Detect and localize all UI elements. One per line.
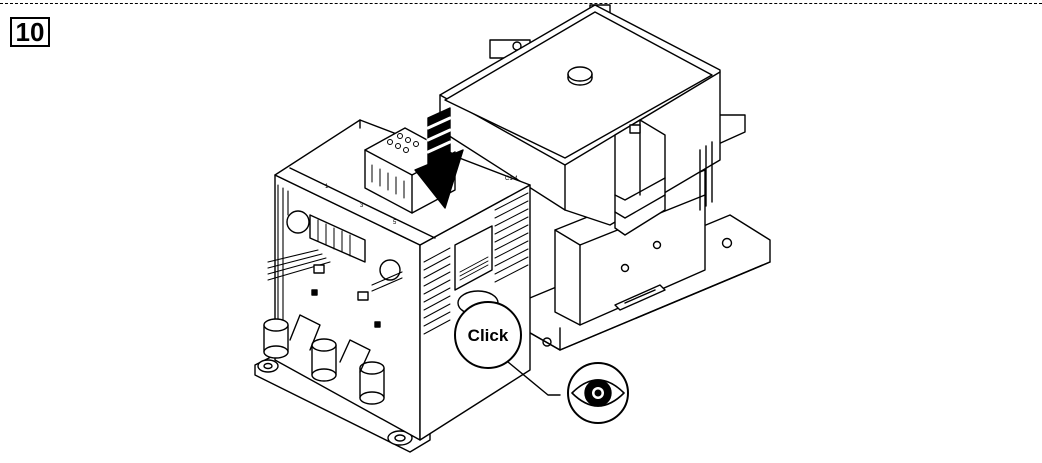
plug-connector — [364, 107, 464, 214]
contactor-body — [439, 4, 771, 351]
marking-3: 3 — [360, 203, 364, 209]
insert-arrow-icon — [414, 149, 464, 209]
power-terminals — [263, 314, 385, 405]
click-callout: Click — [454, 290, 561, 396]
click-label: Click — [468, 326, 509, 345]
marking-5: 5 — [393, 220, 397, 226]
visual-check-eye-icon — [567, 362, 629, 424]
vent-grille-right — [423, 192, 529, 335]
step-number: 10 — [10, 17, 50, 47]
marking-c14: C1 4 — [505, 176, 518, 182]
dashed-separator — [0, 3, 1042, 4]
electronic-module: 1 3 5 C1 4 — [254, 119, 531, 453]
marking-1: 1 — [325, 184, 329, 190]
